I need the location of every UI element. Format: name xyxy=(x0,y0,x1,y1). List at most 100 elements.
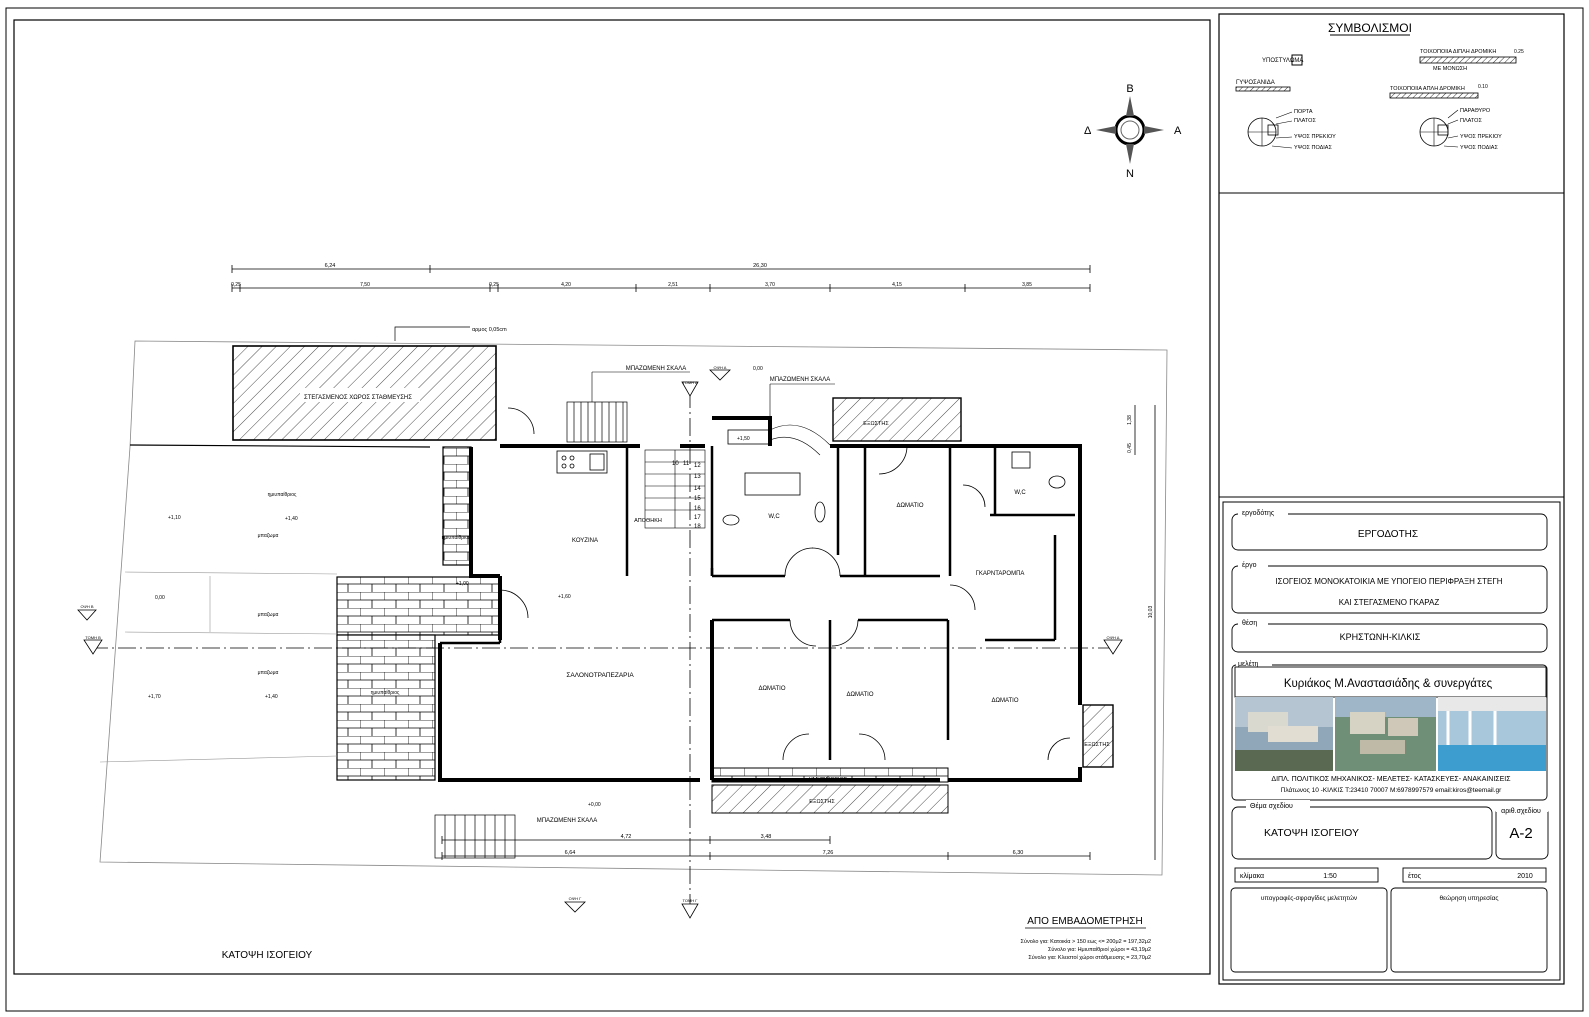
legend-single-wall-thickness: 0.10 xyxy=(1478,84,1488,90)
legend-column-label: ΥΠΟΣΤΥΛΩΜΑ xyxy=(1262,58,1303,64)
legend-door-lintel-label: ΥΨΟΣ ΠΡΕΚΙΟΥ xyxy=(1294,134,1336,140)
titleblock-frame xyxy=(1218,13,1565,985)
floor-plan: 6,24 26,30 0,25 7,50 0,25 4,20 2,51 3,70… xyxy=(77,263,1168,961)
dim-label: 26,30 xyxy=(753,263,767,269)
section-marker-icon xyxy=(83,639,103,655)
area-title: ΑΠΟ ΕΜΒΑΔΟΜΕΤΡΗΣΗ xyxy=(1027,916,1142,927)
section-markers xyxy=(77,369,1123,919)
door-swings xyxy=(499,407,1071,761)
location-value: ΚΡΗΣΤΩΝΗ-ΚΙΛΚΙΣ xyxy=(1340,632,1421,642)
dimension-right: 1,38 10,03 0,45 xyxy=(1127,405,1156,860)
dim-label: 7,26 xyxy=(823,850,834,856)
scale-value: 1:50 xyxy=(1323,873,1337,880)
legend-double-wall-thickness: 0.25 xyxy=(1514,49,1524,55)
dim-label: 3,48 xyxy=(761,834,772,840)
compass-north-label: Β xyxy=(1126,83,1133,95)
section-lines xyxy=(90,390,1120,910)
level-label: +1,60 xyxy=(558,594,571,600)
plasterboard-symbol-icon xyxy=(1235,86,1291,92)
location-label: θέση xyxy=(1242,619,1257,627)
legend: ΣΥΜΒΟΛΙΣΜΟΙ ΥΠΟΣΤΥΛΩΜΑ ΤΟΙΧΟΠΟΙΙΑ ΔΙΠΛΗ … xyxy=(1235,21,1524,151)
approval-label: θεώρηση υπηρεσίας xyxy=(1440,894,1499,902)
outdoor-label: ημιυπαίθριος xyxy=(442,535,471,541)
balcony-label: ΕΞΩΣΤΗΣ xyxy=(809,799,835,805)
room-label-bedroom2: ΔΩΜΑΤΙΟ xyxy=(846,692,873,698)
dim-label: 6,24 xyxy=(325,263,336,269)
balcony-bottom xyxy=(711,784,949,814)
drawing-number-label: αριθ.σχεδίου xyxy=(1501,807,1541,815)
firm-contact: Πλάτωνος 10 -ΚΙΛΚΙΣ Τ:23410 70007 Μ:6978… xyxy=(1281,786,1503,794)
level-label: 0,00 xyxy=(753,366,763,372)
project-line-1: ΙΣΟΓΕΙΟΣ ΜΟΝΟΚΑΤΟΙΚΙΑ ΜΕ ΥΠΟΓΕΙΟ ΠΕΡΙΦΡΑ… xyxy=(1275,577,1502,586)
level-label: +1,10 xyxy=(168,515,181,521)
room-label-kitchen: ΚΟΥΖΙΝΑ xyxy=(572,538,598,544)
stairs-bottom xyxy=(434,814,516,859)
stair-number: 16 xyxy=(694,506,701,512)
subject-label: Θέμα σχεδίου xyxy=(1250,802,1293,810)
room-label-bedroom3: ΔΩΜΑΤΙΟ xyxy=(991,698,1018,704)
room-label-bedroom-top: ΔΩΜΑΤΙΟ xyxy=(896,503,923,509)
level-label: +1,40 xyxy=(265,694,278,700)
dim-label: 3,85 xyxy=(1022,282,1032,288)
dim-label: 1,38 xyxy=(1127,415,1133,425)
legend-window-width-label: ΠΛΑΤΟΣ xyxy=(1460,118,1482,124)
level-label: +1,50 xyxy=(737,436,750,442)
balcony-label: ΕΞΩΣΤΗΣ xyxy=(1084,742,1110,748)
outdoor-label: μπαζωμα xyxy=(258,612,279,618)
plot-boundary xyxy=(99,340,1168,876)
stair-number: 10 xyxy=(672,461,679,467)
drawing-subject: ΚΑΤΟΨΗ ΙΣΟΓΕΙΟΥ xyxy=(1264,827,1359,839)
outdoor-label: μπαζωμα xyxy=(258,533,279,539)
section-marker-icon xyxy=(681,381,699,397)
balcony-right xyxy=(1082,704,1114,768)
dim-label: 4,72 xyxy=(621,834,632,840)
stair-number: 13 xyxy=(694,474,701,480)
stair-numbers: 10 11 12 13 14 15 16 17 18 xyxy=(672,461,701,530)
semi-outdoor-label: ΗΜΥΠΑΙΘΡΙΟΣ xyxy=(809,777,848,783)
door-symbol-icon xyxy=(1247,111,1293,149)
dim-label: 3,70 xyxy=(765,282,775,288)
section-label: ΤΟΜΗ Α xyxy=(682,380,698,385)
level-marks: +1,10 +1,40 +1,00 +1,70 +1,40 +1,50 +1,6… xyxy=(148,366,763,808)
level-label: +1,00 xyxy=(456,581,469,587)
study-label: μελέτη xyxy=(1238,660,1259,668)
stair-label: ΜΠΑΖΩΜΕΝΗ ΣΚΑΛΑ xyxy=(626,366,687,372)
stair-number: 12 xyxy=(694,463,701,469)
section-label: ΟΨΗ Β xyxy=(80,604,93,609)
dimension-bottom: 4,72 3,48 6,64 7,26 6,30 xyxy=(441,834,1091,860)
year-label: έτος xyxy=(1408,872,1422,880)
stair-number: 18 xyxy=(694,524,701,530)
room-label-dressing: ΓΚΑΡΝΤΑΡΟΜΠΑ xyxy=(976,571,1025,577)
room-label-bedroom1: ΔΩΜΑΤΙΟ xyxy=(758,686,785,692)
client-label: εργοδότης xyxy=(1242,509,1275,517)
area-line: Σύνολο για: Κατοικία > 150 εως <= 200μ2 … xyxy=(1021,938,1151,945)
compass-south-label: Ν xyxy=(1126,168,1134,180)
section-label: ΤΟΜΗ Β xyxy=(85,635,101,640)
single-wall-symbol-icon xyxy=(1389,92,1479,99)
dim-label: 10,03 xyxy=(1148,606,1154,619)
column-symbol-icon xyxy=(1291,54,1303,66)
project-label: έργο xyxy=(1242,561,1257,569)
fixtures xyxy=(556,429,1066,526)
room-label-storage: ΑΠΟΘΗΚΗ xyxy=(634,518,662,524)
dim-label: 0,25 xyxy=(231,282,241,288)
project-line-2: ΚΑΙ ΣΤΕΓΑΣΜΕΝΟ ΓΚΑΡΑΖ xyxy=(1339,598,1440,607)
area-summary: ΑΠΟ ΕΜΒΑΔΟΜΕΤΡΗΣΗ Σύνολο για: Κατοικία >… xyxy=(1021,916,1151,961)
double-wall-symbol-icon xyxy=(1419,56,1517,64)
window-symbol-icon xyxy=(1419,109,1459,148)
outdoor-label: ημιυπαίθριος xyxy=(371,690,400,696)
level-label: +1,70 xyxy=(148,694,161,700)
stairs-top-left xyxy=(566,401,628,443)
room-label-wc1: W,C xyxy=(768,514,780,520)
view-marker-icon xyxy=(564,901,586,913)
section-marker-icon xyxy=(1103,639,1123,655)
dim-label: 0,25 xyxy=(489,282,499,288)
view-marker-icon xyxy=(709,369,731,381)
legend-single-wall-label: ΤΟΙΧΟΠΟΙΙΑ ΑΠΛΗ ΔΡΟΜΙΚΗ xyxy=(1390,86,1465,92)
brick-paving xyxy=(336,576,501,636)
year-value: 2010 xyxy=(1517,873,1533,880)
outdoor-label: ημιυπαίθριος xyxy=(268,492,297,498)
level-label: +0,00 xyxy=(588,802,601,808)
stairs-internal xyxy=(644,424,831,529)
outdoor-label: μπαζωμα xyxy=(258,670,279,676)
